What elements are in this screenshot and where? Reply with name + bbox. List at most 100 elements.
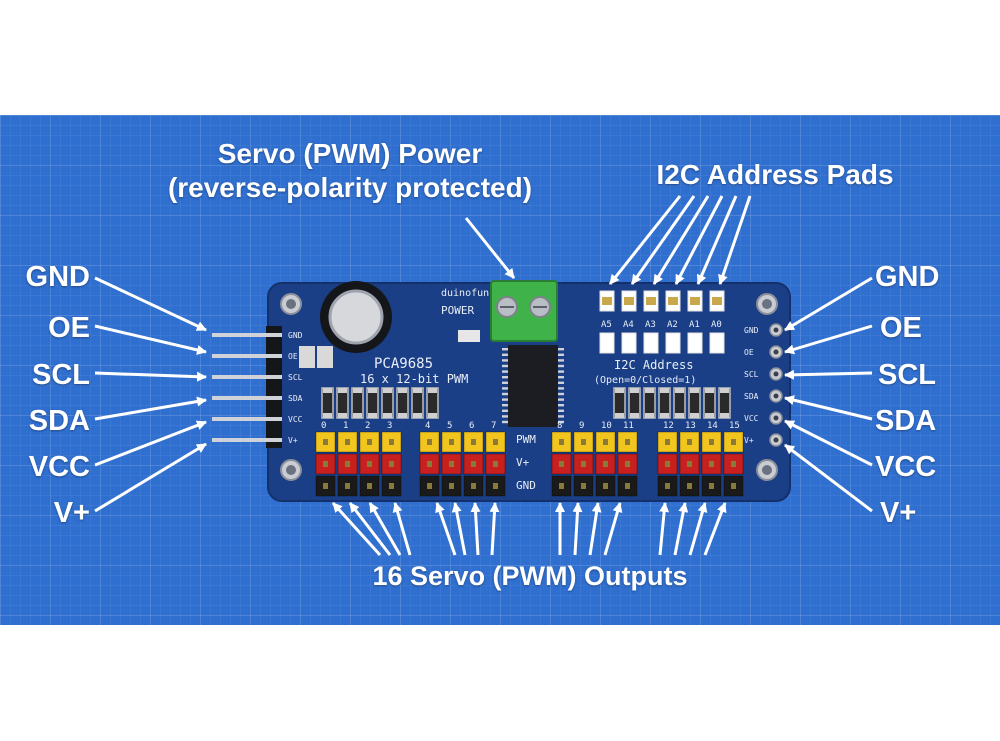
callout-arrow	[94, 324, 207, 355]
address-pad-copper	[668, 297, 678, 305]
servo-pin-tip	[709, 483, 714, 489]
servo-pin-tip	[603, 461, 608, 467]
callout-arrow	[652, 195, 710, 285]
callout-arrow	[588, 502, 602, 556]
chip-pin	[558, 409, 564, 412]
callout-arrow	[435, 502, 457, 556]
chip-pin	[558, 415, 564, 418]
servo-pin-tip	[687, 483, 692, 489]
header-hole-center	[773, 327, 779, 333]
resistor-cap	[630, 388, 639, 393]
channel-label: 1	[343, 421, 348, 431]
chip-pin	[502, 376, 508, 379]
header-pin	[212, 333, 282, 337]
callout-arrow	[348, 502, 392, 556]
servo-pin-tip	[449, 461, 454, 467]
servo-pin-tip	[427, 461, 432, 467]
resistor-cap	[368, 413, 377, 418]
edge-label-left: GND	[288, 331, 303, 340]
servo-pin-tip	[687, 439, 692, 445]
channel-label: 9	[579, 421, 584, 431]
servo-pin-tip	[323, 461, 328, 467]
header-pin	[212, 375, 282, 379]
chip-desc-silkscreen: 16 x 12-bit PWM	[360, 372, 468, 386]
servo-pin-tip	[471, 483, 476, 489]
left-label-sda: SDA	[28, 405, 90, 437]
resistor-cap	[428, 388, 437, 393]
power-silkscreen: POWER	[441, 304, 474, 317]
channel-label: 11	[623, 421, 634, 431]
resistor-cap	[383, 388, 392, 393]
resistor-cap	[720, 388, 729, 393]
servo-pin-tip	[731, 439, 736, 445]
callout-arrow	[572, 502, 583, 556]
right-label-oe: OE	[880, 312, 922, 344]
right-6-pin-holes	[769, 323, 783, 447]
callout-arrow	[784, 443, 873, 513]
servo-pin-tip	[625, 439, 630, 445]
servo-pin-tip	[345, 461, 350, 467]
header-row-label: GND	[516, 479, 536, 492]
callout-arrow	[784, 324, 873, 355]
left-6-pin-header	[212, 326, 282, 448]
chip-pin	[502, 415, 508, 418]
power-terminal-block	[490, 280, 558, 342]
channel-label: 15	[729, 421, 740, 431]
callout-arrow	[451, 502, 467, 556]
callout-arrow	[688, 502, 708, 556]
resistor-cap	[645, 413, 654, 418]
channel-label: 4	[425, 421, 430, 431]
channel-label: 12	[663, 421, 674, 431]
chip-pin	[558, 353, 564, 356]
callout-arrow	[94, 420, 207, 467]
header-row-label: PWM	[516, 433, 536, 446]
resistor-cap	[690, 413, 699, 418]
channel-label: 3	[387, 421, 392, 431]
callout-arrow	[673, 502, 689, 556]
chip-pin	[502, 387, 508, 390]
chip-pin	[558, 381, 564, 384]
addr-note-silkscreen: (Open=0/Closed=1)	[594, 375, 696, 386]
chip-pin	[558, 348, 564, 351]
resistor-cap	[615, 388, 624, 393]
resistor-cap	[645, 388, 654, 393]
servo-pin-tip	[389, 483, 394, 489]
callout-arrow	[489, 502, 500, 556]
callout-arrow	[94, 396, 207, 421]
servo-pin-tip	[493, 483, 498, 489]
right-label-sda: SDA	[875, 405, 937, 437]
callout-arrow	[784, 419, 873, 467]
servo-pin-tip	[345, 439, 350, 445]
servo-pin-tip	[603, 483, 608, 489]
addr-title-silkscreen: I2C Address	[614, 358, 693, 372]
outputs-title: 16 Servo (PWM) Outputs	[372, 561, 688, 591]
resistor-arrays	[321, 387, 731, 419]
resistor-cap	[690, 388, 699, 393]
edge-label-left: OE	[288, 352, 298, 361]
header-hole-center	[773, 393, 779, 399]
chip-pin	[502, 398, 508, 401]
resistor-cap	[338, 388, 347, 393]
chip-pin	[558, 359, 564, 362]
channel-label: 8	[557, 421, 562, 431]
chip-pin	[502, 359, 508, 362]
channel-label: 6	[469, 421, 474, 431]
address-pad-copper	[690, 297, 700, 305]
callout-arrow	[368, 502, 402, 556]
servo-pin-tip	[427, 439, 432, 445]
edge-label-right: SDA	[744, 392, 759, 401]
chip-pin	[558, 387, 564, 390]
servo-pin-tip	[625, 483, 630, 489]
i2c-title: I2C Address Pads	[656, 159, 894, 190]
smd-part	[317, 346, 333, 368]
servo-pin-tip	[449, 483, 454, 489]
resistor-cap	[428, 413, 437, 418]
header-hole-center	[773, 349, 779, 355]
callout-arrow	[94, 442, 207, 513]
callout-arrow	[603, 502, 623, 556]
resistor-cap	[398, 413, 407, 418]
chip-pin	[558, 392, 564, 396]
servo-pin-tip	[323, 439, 328, 445]
